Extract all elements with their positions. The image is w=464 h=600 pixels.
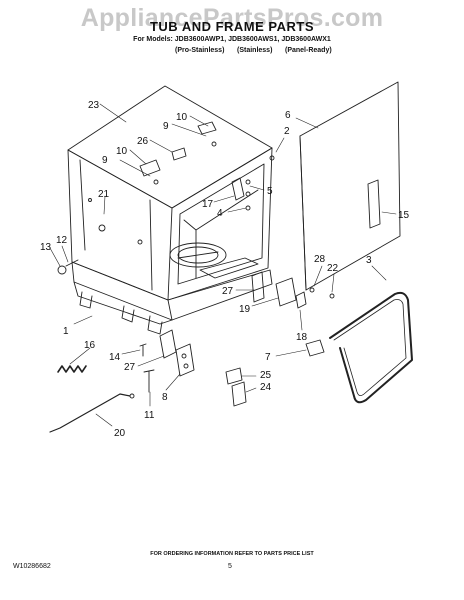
page-number: 5 — [228, 563, 232, 570]
callout-1: 1 — [63, 326, 69, 337]
callout-22: 22 — [327, 263, 339, 274]
part-25 — [225, 367, 243, 385]
foot-screw — [65, 259, 79, 267]
callout-17: 17 — [202, 199, 214, 210]
watermark: AppliancePartsPros.com — [80, 4, 384, 32]
callout-10-top: 10 — [176, 112, 188, 123]
part-15-strip — [367, 179, 381, 229]
callout-9-left: 9 — [102, 155, 108, 166]
bracket-27-right — [251, 271, 265, 303]
bracket-top-left — [139, 159, 161, 177]
callout-2: 2 — [284, 126, 290, 137]
screw-14 — [139, 343, 147, 357]
callout-8: 8 — [162, 392, 168, 403]
tub-body — [67, 85, 273, 335]
hinge-screw-a — [245, 179, 251, 185]
cable-20-end — [129, 393, 135, 399]
callout-16: 16 — [84, 340, 96, 351]
models-line: For Models: JDB3600AWP1, JDB3600AWS1, JD… — [133, 36, 331, 43]
hinge-arm-hole-b — [183, 363, 189, 369]
door-panel-edge — [299, 135, 307, 291]
callout-26: 26 — [137, 136, 149, 147]
bracket-27-lower — [159, 329, 177, 359]
callout-20: 20 — [114, 428, 126, 439]
cable-20 — [49, 393, 131, 433]
spring-16 — [57, 365, 87, 373]
door-gasket — [329, 291, 413, 404]
variant-pro-stainless: (Pro-Stainless) — [175, 47, 225, 54]
screw-2 — [269, 155, 275, 161]
callout-28: 28 — [314, 254, 326, 265]
bracket-19 — [275, 277, 297, 307]
callout-11: 11 — [144, 410, 155, 421]
part-24 — [231, 381, 247, 407]
variant-panel-ready: (Panel-Ready) — [285, 47, 332, 54]
callout-27-lower: 27 — [124, 362, 136, 373]
callout-4: 4 — [217, 208, 223, 219]
callout-7: 7 — [265, 352, 271, 363]
screw-top-right — [211, 141, 217, 147]
callout-12: 12 — [56, 235, 68, 246]
bracket-top-right — [197, 121, 217, 135]
callout-25: 25 — [260, 370, 272, 381]
screw-top-left — [153, 179, 159, 185]
callout-14: 14 — [109, 352, 121, 363]
variant-stainless: (Stainless) — [237, 47, 273, 54]
callout-5: 5 — [267, 186, 273, 197]
callout-9-top: 9 — [163, 121, 169, 132]
ordering-note: FOR ORDERING INFORMATION REFER TO PARTS … — [150, 551, 314, 557]
document-number: W10286682 — [13, 563, 51, 570]
hinge-screw-c — [245, 205, 251, 211]
screw-11 — [143, 369, 155, 393]
callout-24: 24 — [260, 382, 272, 393]
clip-7 — [305, 339, 325, 357]
callout-21: 21 — [98, 189, 110, 200]
callout-6: 6 — [285, 110, 291, 121]
callout-19: 19 — [239, 304, 251, 315]
callout-10-left: 10 — [116, 146, 128, 157]
bracket-18 — [295, 291, 307, 309]
bracket-top-center — [171, 147, 187, 161]
callout-13: 13 — [40, 242, 52, 253]
callout-3: 3 — [366, 255, 372, 266]
callout-23: 23 — [88, 100, 100, 111]
foot-leveler — [57, 265, 67, 275]
screw-22 — [329, 293, 335, 299]
hinge-bracket — [231, 177, 245, 201]
screw-28 — [309, 287, 315, 293]
callout-labels: 23 10 9 26 10 9 21 6 2 5 17 4 15 13 12 3… — [40, 100, 410, 439]
hinge-screw-b — [245, 191, 251, 197]
callout-18: 18 — [296, 332, 308, 343]
hinge-arm-hole-a — [181, 353, 187, 359]
door-gasket-inner — [333, 299, 407, 396]
callout-15: 15 — [398, 210, 410, 221]
hinge-arm-8 — [175, 343, 195, 377]
leader-lines — [49, 103, 397, 427]
diagram-title: TUB AND FRAME PARTS — [149, 19, 315, 34]
callout-27-right: 27 — [222, 286, 234, 297]
